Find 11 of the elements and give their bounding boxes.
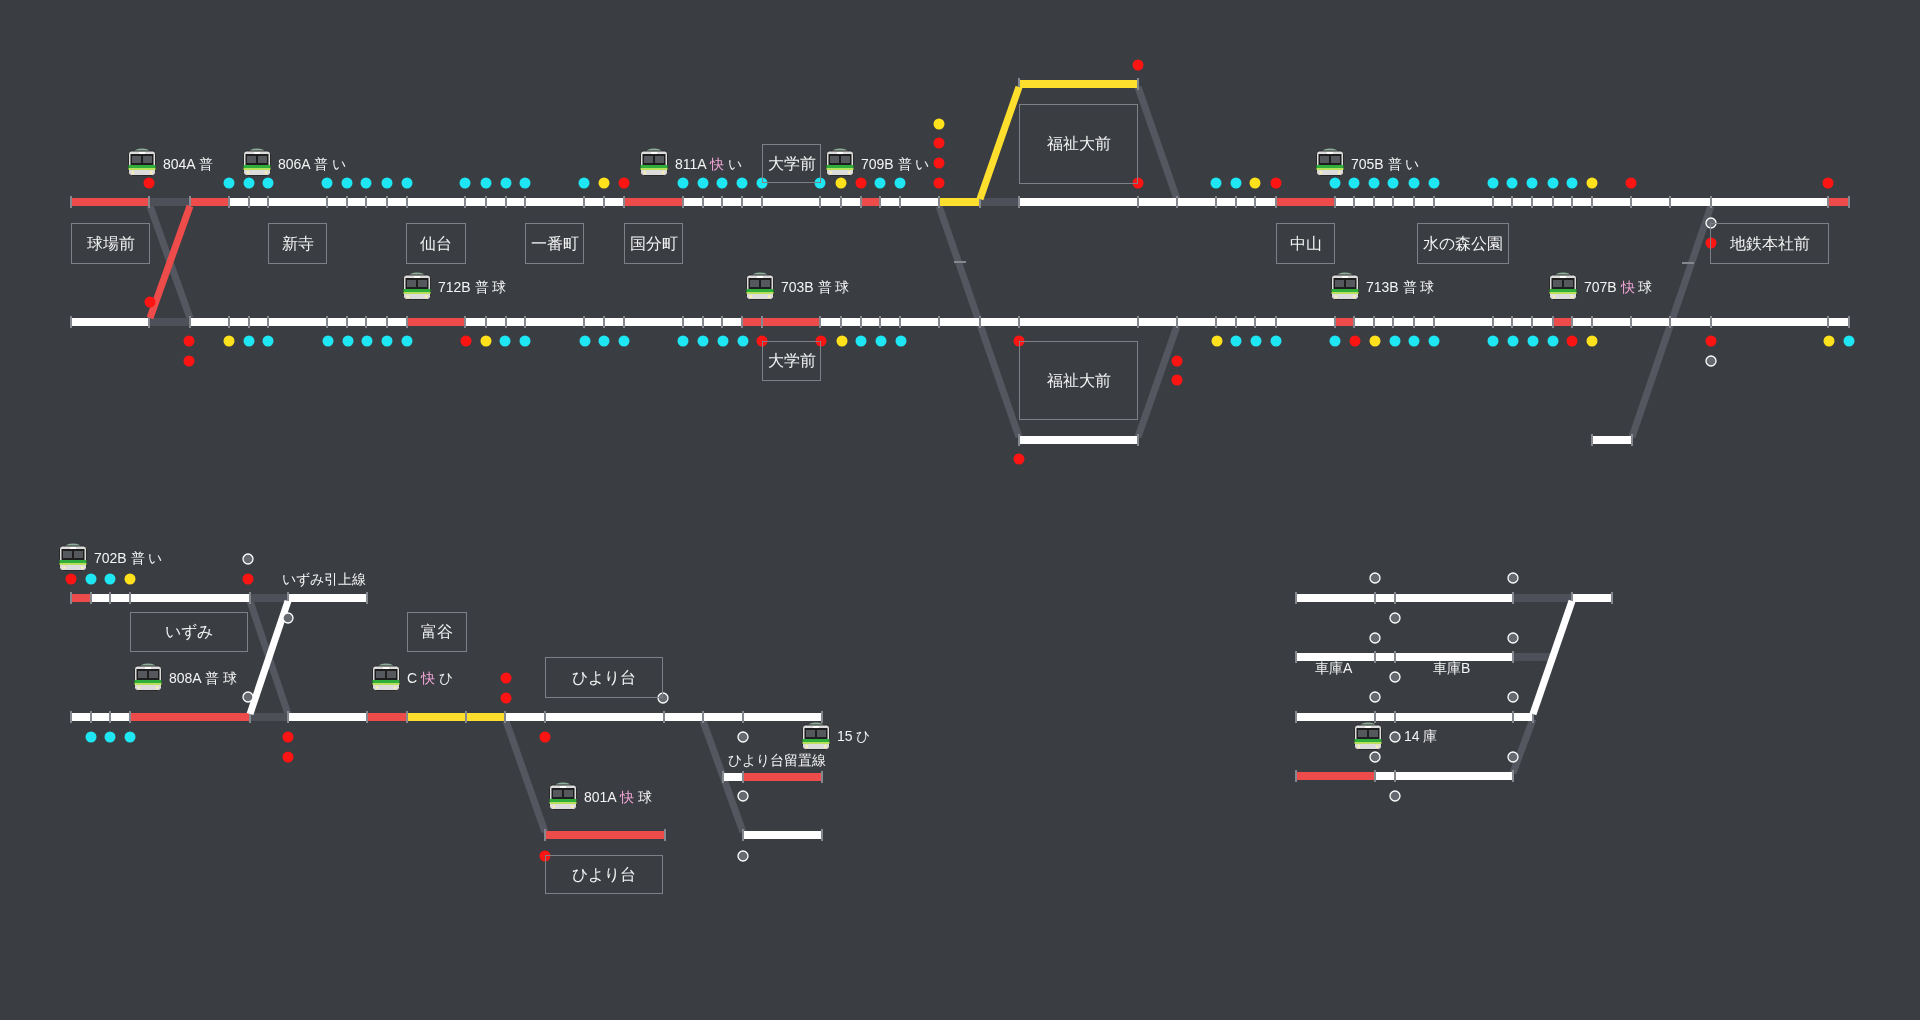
train-label: 712B 普 球 [438, 278, 507, 296]
train-label: 806A 普 い [278, 155, 346, 173]
station-name: 仙台 [420, 233, 452, 254]
station-name: いずみ [165, 622, 213, 642]
station-name: ひより台 [572, 864, 636, 885]
track-name-label: いずみ引上線 [282, 570, 366, 588]
station-name: 新寺 [281, 233, 314, 254]
station-name: 球場前 [86, 233, 135, 254]
station-name: 富谷 [421, 622, 453, 642]
train-label: 808A 普 球 [169, 669, 237, 687]
train-label: 804A 普 [163, 155, 213, 173]
